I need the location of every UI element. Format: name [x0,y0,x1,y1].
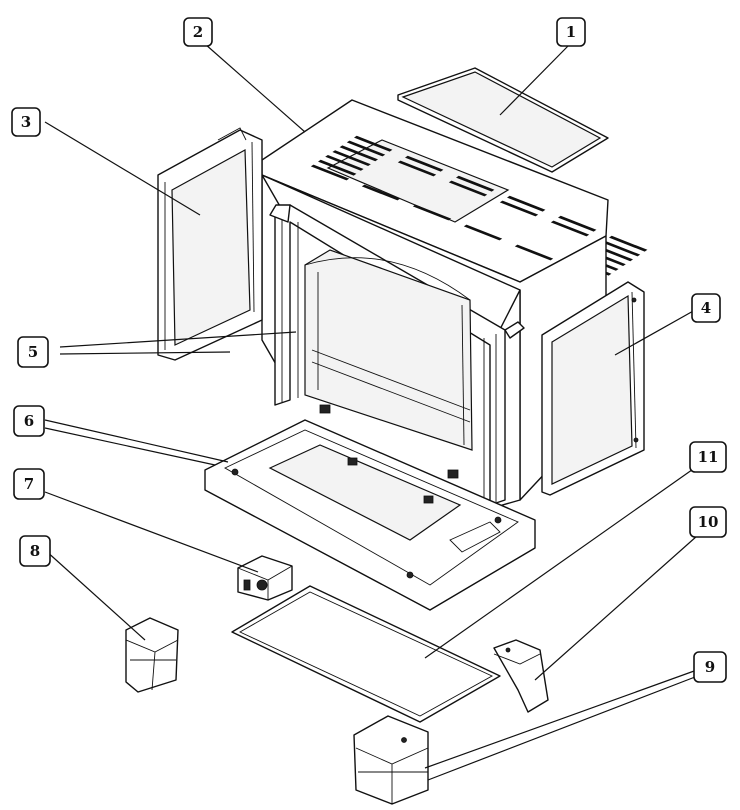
grille-slot [397,160,437,177]
grille-slot [558,215,597,232]
callout-label-7: 7 [24,475,34,493]
grille-slot [339,145,378,162]
callout-8: 8 [19,535,51,567]
callout-label-1: 1 [566,23,576,41]
part-9-right-front-foot [353,715,429,805]
callout-label-5: 5 [28,343,38,361]
callout-label-3: 3 [21,113,31,131]
grille-slot [448,180,488,197]
grille-slot [332,150,371,166]
callout-label-10: 10 [698,513,719,531]
callout-3: 3 [11,107,41,137]
grille-slot [609,235,648,252]
grille-slot [412,204,452,221]
grille-slot [550,220,590,237]
grille-slot [318,159,357,176]
grille-slot [310,164,350,181]
grille-slot [405,155,444,172]
part-7-bracket [237,555,293,601]
callout-9: 9 [693,651,727,683]
grille-slot [514,244,554,261]
grille-slot [361,184,401,201]
grille-slot [346,140,386,157]
part-10-right-rear-foot [493,639,549,713]
part-4-right-side-panel [541,281,645,496]
callout-label-9: 9 [705,658,715,676]
part-2-top-grille [261,99,648,283]
callout-2: 2 [183,17,213,47]
grille-slot [601,240,641,257]
callout-7: 7 [13,468,45,500]
grille-slot [354,135,393,152]
leader-lines [44,43,709,781]
grille-slot [325,155,364,171]
callout-label-2: 2 [193,23,203,41]
callout-label-11: 11 [698,448,719,466]
part-11-bottom-plate [231,585,501,723]
callout-label-6: 6 [24,412,34,430]
callout-11: 11 [689,441,727,473]
grille-slot [463,224,503,241]
callout-10: 10 [689,506,727,538]
grille-slots [310,135,648,281]
callout-label-4: 4 [701,299,711,317]
callout-1: 1 [556,17,586,47]
part-6-base [204,419,536,611]
callout-label-8: 8 [30,542,40,560]
callout-4: 4 [691,293,721,323]
part-8-left-front-foot [125,617,179,693]
grille-slot [507,195,546,212]
callout-5: 5 [17,336,49,368]
grille-slot [456,175,495,192]
callout-6: 6 [13,405,45,437]
grille-slot [499,200,539,217]
part-1-top-panel [397,67,609,173]
stove-body [261,174,607,509]
part-3-left-side-panel [157,127,263,361]
